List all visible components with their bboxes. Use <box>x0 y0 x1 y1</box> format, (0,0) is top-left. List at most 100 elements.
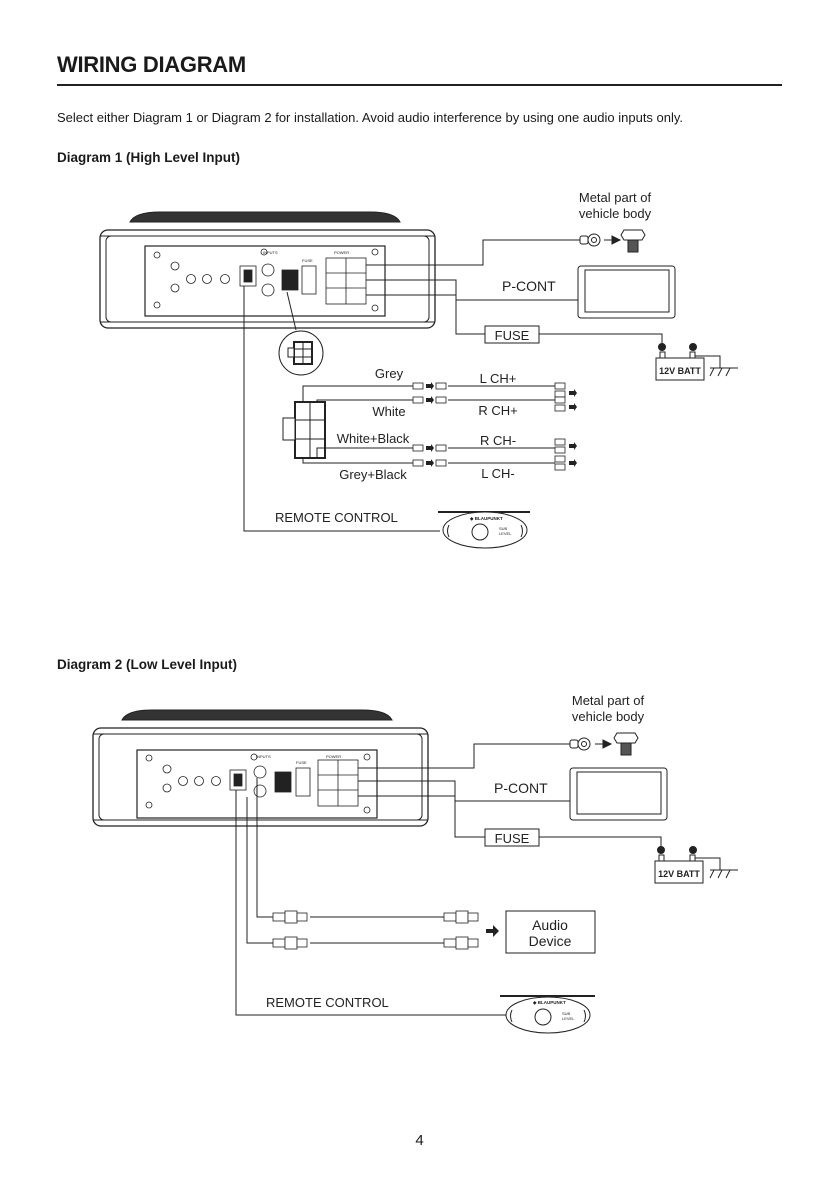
wire-label-grey-black: Grey+Black <box>339 467 407 482</box>
power-wire <box>366 294 485 335</box>
bolt-icon <box>613 732 639 756</box>
rca-input-left <box>253 765 267 779</box>
battery-icon <box>654 846 704 884</box>
intro-text: Select either Diagram 1 or Diagram 2 for… <box>57 110 684 125</box>
title-divider <box>57 84 782 86</box>
remote-control-label: REMOTE CONTROL <box>266 995 389 1010</box>
diagram1: INPUTS FUSE POWER Metal part of vehicle … <box>99 190 738 549</box>
input-gain-knob <box>220 274 230 284</box>
fuse-panel-label: FUSE <box>296 760 307 765</box>
six-pin-connector-icon <box>287 341 313 365</box>
ground-symbol-icon <box>709 367 738 377</box>
page-number: 4 <box>415 1132 424 1149</box>
screw-icon <box>153 301 161 309</box>
battery-icon <box>655 343 705 381</box>
battery-ground-wire <box>693 355 721 368</box>
remote-brand: ◆ BLAUPUNKT <box>469 516 503 521</box>
high-level-port <box>274 771 292 793</box>
low-pass-knob <box>178 776 188 786</box>
fuse-to-battery-wire <box>539 333 663 345</box>
wire-label-white: White <box>372 404 405 419</box>
remote-brand: ◆ BLAUPUNKT <box>532 1000 566 1005</box>
pcont-label: P-CONT <box>494 780 548 796</box>
remote-knob-label2: LEVEL <box>499 531 512 536</box>
fuse-holder <box>301 265 317 295</box>
fuse-holder <box>295 767 311 797</box>
auto-power-switch <box>170 283 180 293</box>
ground-label-line1: Metal part of <box>579 190 652 205</box>
phase-switch <box>170 261 180 271</box>
rca-input-right <box>261 283 275 297</box>
input-gain-knob <box>211 776 221 786</box>
remote-wire <box>243 286 440 532</box>
auto-power-switch <box>162 783 172 793</box>
ground-label-line1: Metal part of <box>572 693 645 708</box>
fuse-panel-label: FUSE <box>302 258 313 263</box>
wire-white-black <box>316 447 413 458</box>
diagram2-title: Diagram 2 (Low Level Input) <box>57 657 238 672</box>
remote-control-icon <box>500 995 595 1034</box>
harness-plug-icon <box>282 401 326 459</box>
power-wire <box>358 795 485 838</box>
remote-wire <box>235 790 506 1016</box>
remote-control-icon <box>438 511 530 549</box>
fuse-to-battery-wire <box>539 836 662 848</box>
inputs-label: INPUTS <box>263 250 278 255</box>
wire-grey <box>302 385 413 402</box>
battery-label: 12V BATT <box>659 366 701 376</box>
pcont-label: P-CONT <box>502 278 556 294</box>
ring-terminal-icon <box>579 233 601 247</box>
screw-icon <box>153 251 161 259</box>
fuse-label: FUSE <box>495 328 530 343</box>
bolt-icon <box>620 229 646 253</box>
pcont-wire <box>366 279 578 301</box>
audio-device-line2: Device <box>529 933 572 949</box>
arrow-right-icon <box>604 235 622 245</box>
high-level-port <box>281 269 299 291</box>
channel-label-lch-minus: L CH- <box>481 466 514 481</box>
remote-knob-label1: SUB <box>562 1011 571 1016</box>
wire-white <box>316 399 413 402</box>
ring-terminal-icon <box>569 737 591 751</box>
phase-switch <box>162 764 172 774</box>
diagram2: INPUTS FUSE POWER Audio Device Metal par… <box>92 693 738 1034</box>
ground-wire <box>358 743 574 769</box>
arrow-right-icons <box>426 382 577 467</box>
channel-label-lch-plus: L CH+ <box>480 371 517 386</box>
fuse-label: FUSE <box>495 831 530 846</box>
battery-ground-wire <box>693 857 721 870</box>
ground-symbol-icon <box>709 869 738 879</box>
head-unit-icon <box>569 767 668 821</box>
low-pass-knob <box>186 274 196 284</box>
callout-line <box>286 291 297 331</box>
diagram1-title: Diagram 1 (High Level Input) <box>57 150 241 165</box>
head-unit-icon <box>577 265 676 319</box>
rca-input-left <box>261 263 275 277</box>
bass-boost-knob <box>194 776 204 786</box>
power-label: POWER <box>326 754 341 759</box>
battery-label: 12V BATT <box>658 869 700 879</box>
rca-wire-left <box>256 778 273 918</box>
ground-wire <box>366 239 583 266</box>
spade-connectors <box>412 382 566 471</box>
fuse-box <box>484 828 540 847</box>
rca-input-right <box>253 784 267 798</box>
arrow-right-icon <box>486 925 499 937</box>
channel-label-rch-minus: R CH- <box>480 433 516 448</box>
power-label: POWER <box>334 250 349 255</box>
rca-plug-icons <box>272 910 479 950</box>
page-title: WIRING DIAGRAM <box>57 52 246 77</box>
wire-label-grey: Grey <box>375 366 404 381</box>
arrow-right-icon <box>595 739 613 749</box>
wire-label-white-black: White+Black <box>337 431 410 446</box>
remote-knob-label2: LEVEL <box>562 1016 575 1021</box>
channel-label-rch-plus: R CH+ <box>478 403 517 418</box>
inputs-label: INPUTS <box>256 754 271 759</box>
audio-device-box <box>505 910 596 954</box>
remote-control-label: REMOTE CONTROL <box>275 510 398 525</box>
fuse-box <box>484 325 540 344</box>
rca-wire-right <box>246 797 273 944</box>
audio-device-line1: Audio <box>532 917 568 933</box>
ground-label-line2: vehicle body <box>579 206 652 221</box>
remote-knob-label1: SUB <box>499 526 508 531</box>
